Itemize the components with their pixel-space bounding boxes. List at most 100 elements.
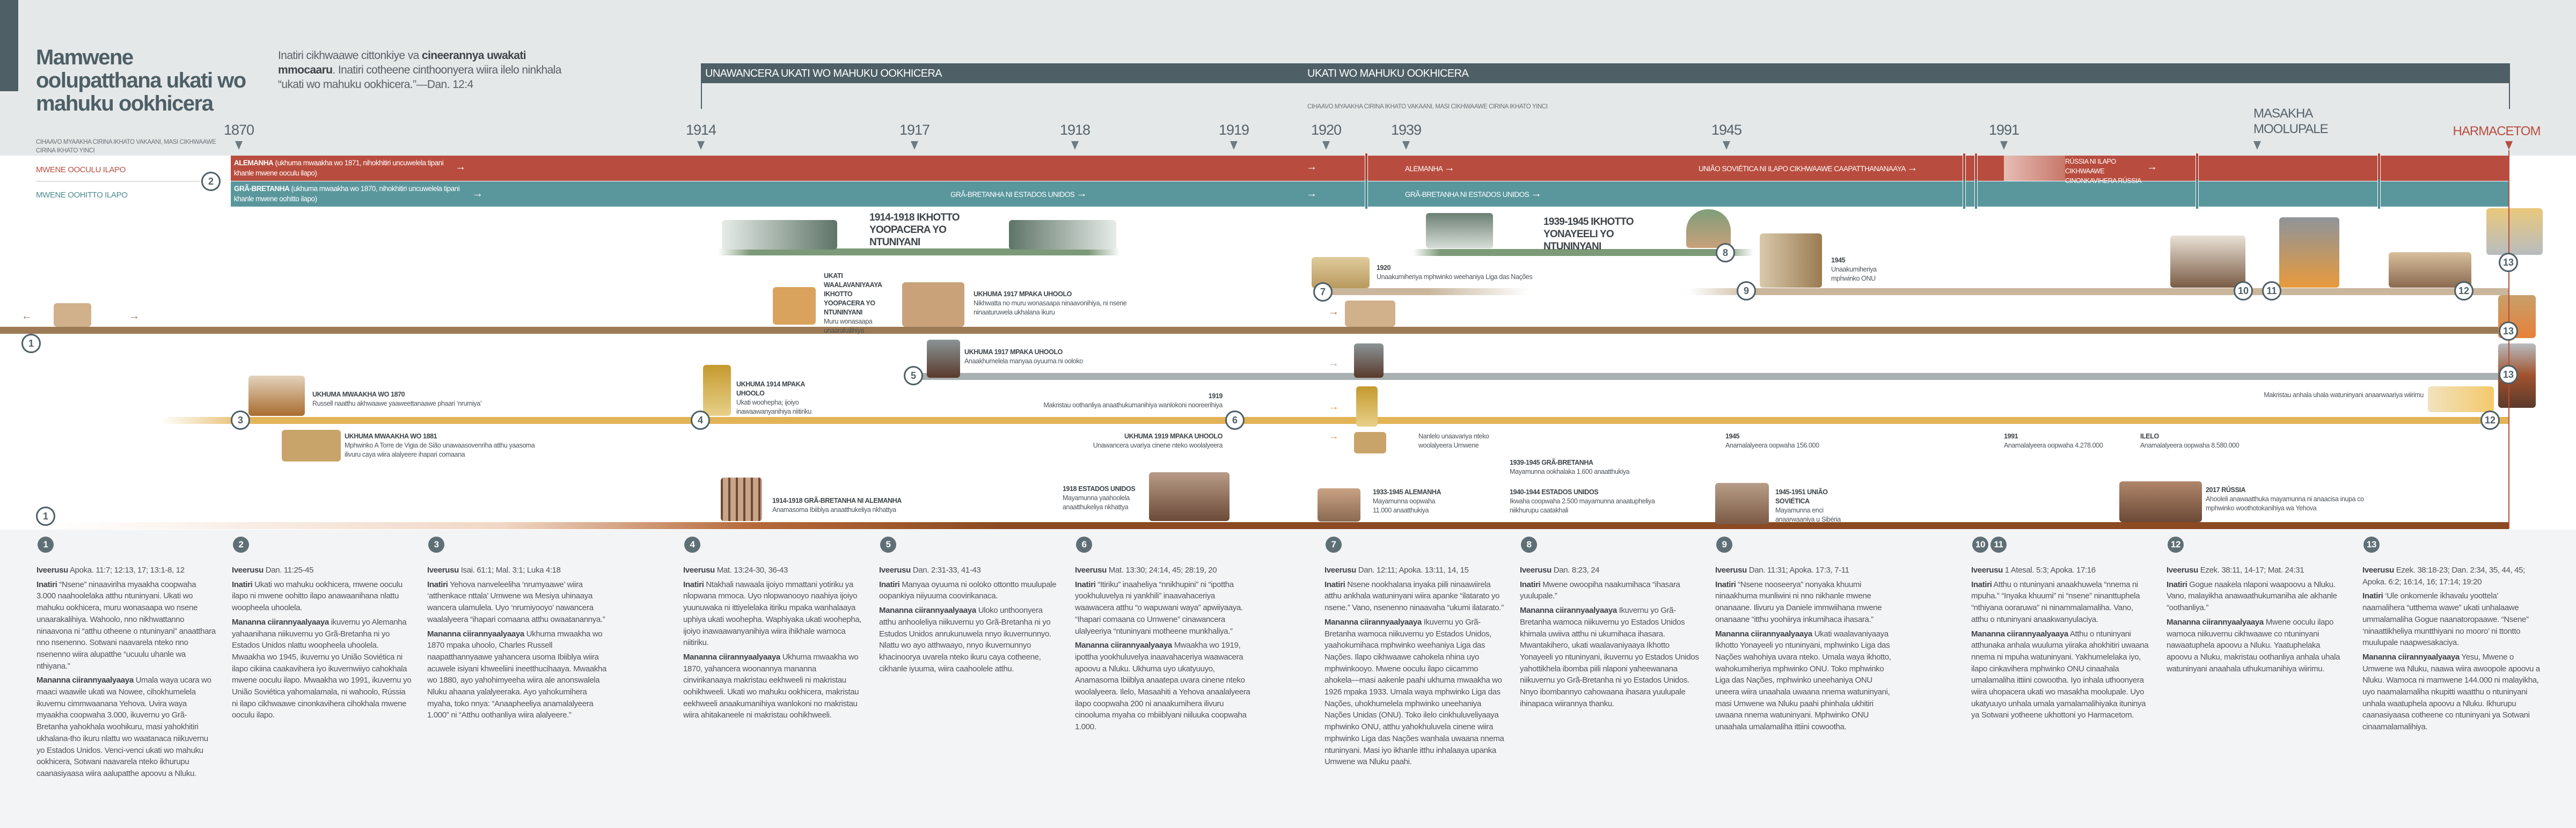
arrow-right-icon xyxy=(455,161,466,173)
arrow-left-icon xyxy=(21,309,32,323)
train-illustration xyxy=(1715,483,1769,524)
ref-label: Iveerusu xyxy=(1971,566,2003,575)
number-badge: 4 xyxy=(684,537,700,553)
time-break-mark xyxy=(1963,153,1966,209)
ref-label: Iveerusu xyxy=(427,566,459,575)
fulfillment-text: Ukhuma mwaakha wo 1870 mpaka uhoolo, Cha… xyxy=(427,629,607,720)
band-south-2: GRÃ-BRETANHA NI ESTADOS UNIDOS xyxy=(950,189,1087,200)
means-label: Inatiri xyxy=(1324,580,1345,589)
ref-label: Iveerusu xyxy=(879,566,911,575)
caption-text: Anamalalyeera oopwaha 8.580.000 xyxy=(2140,442,2240,449)
un-band xyxy=(1689,288,2509,295)
marker-5[interactable]: 5 xyxy=(904,366,923,385)
caption-anointed-gathered: Makristau anhala uhala watuninyani anaar… xyxy=(2252,391,2424,400)
means-label: Inatiri xyxy=(1971,580,1992,589)
marker-9[interactable]: 9 xyxy=(1737,281,1756,301)
caption-text: Unaakumiheriya mphwinko weehaniya Liga d… xyxy=(1377,273,1533,281)
marker-13[interactable]: 13 xyxy=(2499,253,2518,272)
arrow-right-icon xyxy=(1328,356,1339,370)
caption-title: 1933-1945 Alemanha xyxy=(1373,488,1441,496)
caption-1933-germany: 1933-1945 AlemanhaMayamunna oopwaha 11.0… xyxy=(1373,488,1453,515)
explanations-panel xyxy=(0,530,2576,828)
period-bar: UNAWANCERA UKATI WO MAHUKU OOKHICERA UKA… xyxy=(701,63,2510,83)
fulfillment-label: Mananna ciirannyaalyaaya xyxy=(427,629,524,639)
means-label: Inatiri xyxy=(2167,580,2187,589)
marker-7[interactable]: 7 xyxy=(1313,282,1333,302)
wheat-bundle-illustration xyxy=(703,365,731,416)
meaning-text: Nsene nookhalana inyaka piili ninaawiire… xyxy=(1324,580,1504,613)
time-break-mark xyxy=(2196,153,2199,209)
caption-text: Makristau oothanliya anaathukumanihiya w… xyxy=(1043,401,1223,409)
caption-title: Ukhuma 1914 mpaka uhoolo xyxy=(736,380,805,397)
caption-text: Nikhwatta no muru wonasaapa ninaavonihiy… xyxy=(974,299,1127,316)
time-break-mark xyxy=(1974,153,1978,209)
caption-title: 1919 xyxy=(1208,392,1223,400)
fulfillment-text: Ikuvernu yo Grã-Bretanha wamoca niikuver… xyxy=(1324,617,1504,767)
ww2-band xyxy=(1413,249,1753,256)
caption-title: Ukhuma 1917 mpaka uhoolo xyxy=(974,290,1072,298)
scripture-refs: 1 Atesal. 5:3; Apoka. 17:16 xyxy=(2004,566,2096,575)
marker-13[interactable]: 13 xyxy=(2499,321,2518,341)
caption-text: Ukati woohepha; ijoiyo inawaawanyanihiya… xyxy=(736,399,811,415)
marker-3[interactable]: 3 xyxy=(231,411,250,430)
meaning-text: Ntakhali nawaala ijoiyo mmattani yotirik… xyxy=(683,580,862,648)
ref-label: Iveerusu xyxy=(2362,566,2394,575)
row-label-north: MWENE OOCULU ILAPO xyxy=(36,165,126,174)
caption-preaching-today: Nanlelo unaavariya nteko woolalyeera Umw… xyxy=(1418,432,1499,450)
russia-brothers-illustration xyxy=(2119,481,2202,522)
year-marker-icon xyxy=(1071,141,1079,150)
period-before-label: UNAWANCERA UKATI WO MAHUKU OOKHICERA xyxy=(705,68,942,79)
meaning-text: ‘Ule onkomenle ikhavalu yoottela’ naamal… xyxy=(2362,591,2529,648)
marker-12[interactable]: 12 xyxy=(2454,281,2473,301)
wild-beast-illustration xyxy=(902,282,964,327)
meaning-text: Yehova nanveleeliha ‘nrumyaawe’ wiira ‘a… xyxy=(427,580,605,624)
marker-13[interactable]: 13 xyxy=(2499,365,2518,384)
marker-11[interactable]: 11 xyxy=(2262,281,2281,301)
number-badge: 3 xyxy=(428,537,444,553)
year-1945: 1945 xyxy=(1711,122,1742,138)
marker-6[interactable]: 6 xyxy=(1225,411,1245,430)
means-label: Inatiri xyxy=(232,580,253,589)
arrow-right-icon xyxy=(1444,165,1455,173)
caption-1945-soviet: 1945-1951 União SoviéticaMayamunna enci … xyxy=(1775,488,1850,524)
meaning-text: Atthu o ntuninyani anaakhuwela “nnema ni… xyxy=(1971,580,2140,624)
time-break-mark xyxy=(2377,153,2381,209)
fulfillment-text: Atthu o ntuninyani atthunaka anhala wuul… xyxy=(1971,629,2149,720)
marker-12[interactable]: 12 xyxy=(2480,411,2500,430)
arrow-right-icon xyxy=(1531,190,1542,199)
marker-8[interactable]: 8 xyxy=(1716,243,1735,262)
fulfillment-label: Mananna ciirannyaalyaaya xyxy=(232,617,329,627)
king-of-north-band xyxy=(231,156,2509,181)
means-label: Inatiri xyxy=(36,580,57,589)
marker-10[interactable]: 10 xyxy=(2234,281,2253,301)
marker-1[interactable]: 1 xyxy=(36,507,55,526)
period-last-days-label: UKATI WO MAHUKU OOKHICERA xyxy=(1307,68,1469,79)
caption-text: Ahooleli anawaatthuka mayamunna ni anaac… xyxy=(2206,495,2364,512)
subtitle-bold: cineerannya uwakati mmocaaru xyxy=(278,49,526,76)
marker-1[interactable]: 1 xyxy=(21,334,41,353)
page-subtitle: Inatiri cikhwaawe cittonkiye va cineeran… xyxy=(278,48,568,92)
wounded-head-illustration xyxy=(773,287,816,325)
band-north-3: UNIÃO SOVIÉTICA NI ILAPO CIKHWAAWE CAAPA… xyxy=(1699,163,1918,174)
band-north-4: RÚSSIA NI ILAPO CIKHWAAWE CINONKAVIHERA … xyxy=(2065,158,2141,185)
caption-title: Ukhuma mwaakha wo 1881 xyxy=(345,433,437,440)
band-north-2: ALEMANHA xyxy=(1405,163,1454,174)
caption-title: 1945-1951 União Soviética xyxy=(1775,488,1828,505)
ref-label: Iveerusu xyxy=(1324,566,1356,575)
prisoner-illustration xyxy=(721,478,762,521)
marker-4[interactable]: 4 xyxy=(691,411,710,430)
scripture-refs: Ezek. 38:11, 14-17; Mat. 24:31 xyxy=(2200,566,2304,575)
band-country: UNIÃO SOVIÉTICA NI ILAPO CIKHWAAWE CAAPA… xyxy=(1699,165,1906,173)
marker-2[interactable]: 2 xyxy=(201,172,221,191)
ref-label: Iveerusu xyxy=(232,566,264,575)
caption-text: Muru wonasaapa unaarakalihiya xyxy=(824,318,873,334)
caption-title: Ukhuma 1917 mpaka uhoolo xyxy=(964,348,1063,356)
meaning-text: “Itiriku” inaaheliya “nnikhupini” ni “ip… xyxy=(1075,580,1243,636)
page-title: Mamwene oolupatthana ukati wo mahuku ook… xyxy=(36,46,246,115)
ref-label: Iveerusu xyxy=(36,566,68,575)
